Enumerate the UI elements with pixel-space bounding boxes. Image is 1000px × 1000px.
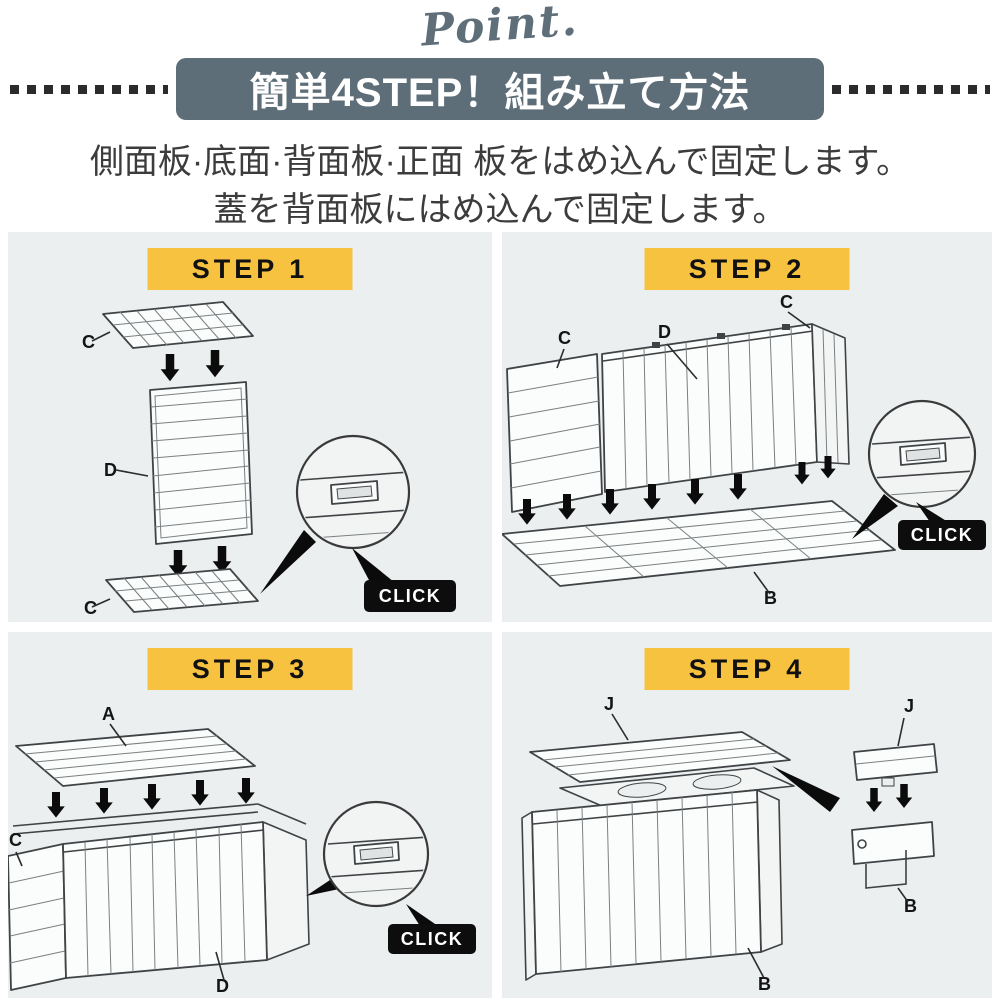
part-label-c-bottom: C [84, 598, 97, 618]
title-banner-text: 簡単4STEP！組み立て方法 [249, 71, 751, 115]
down-arrow-icon [601, 489, 619, 515]
click-badge-pointer [916, 502, 948, 522]
step2-back-panel [601, 323, 818, 493]
step2-bottom-tray [502, 500, 896, 587]
step-1-banner: STEP 1 [147, 248, 353, 290]
step-2-banner: STEP 2 [644, 248, 850, 290]
step-2-panel: STEP 2 C D [502, 232, 992, 622]
part-label-c-top: C [82, 332, 95, 352]
step4-lid-corner-detail [853, 743, 938, 787]
decorative-dashes-left [10, 85, 168, 94]
part-label-c-left: C [558, 328, 571, 348]
down-arrow-icon [47, 792, 65, 818]
click-badge-text: CLICK [379, 586, 442, 606]
description-line-1: 側面板·底面·背面板·正面 板をはめ込んで固定します。 [89, 143, 911, 181]
part-label-b: B [764, 588, 777, 608]
step1-bottom-lid-panel [105, 568, 259, 613]
click-badge-text: CLICK [911, 525, 974, 545]
part-label-c-right: C [780, 294, 793, 312]
click-badge [364, 580, 456, 612]
step-4-panel: STEP 4 J [502, 632, 992, 998]
click-badge-pointer [406, 904, 438, 926]
step2-right-corner-panel [811, 323, 850, 465]
part-label-d: D [216, 976, 229, 996]
step2-left-side-panel [506, 353, 603, 513]
step-4-banner-text: STEP 4 [688, 653, 806, 684]
click-badge [388, 924, 476, 954]
down-arrow-icon [865, 788, 883, 812]
part-label-d: D [658, 322, 671, 342]
step-1-banner-text: STEP 1 [191, 253, 309, 284]
title-banner: 簡単4STEP！組み立て方法 [176, 58, 824, 120]
point-script-text: Point. [419, 0, 581, 57]
callout-pointer [852, 494, 898, 539]
click-badge [898, 520, 986, 550]
part-label-a: A [102, 704, 115, 724]
part-label-j-left: J [604, 694, 614, 714]
step-3-banner: STEP 3 [147, 648, 353, 690]
down-arrow-icon [160, 354, 180, 382]
step4-lid-panel [529, 731, 791, 783]
description-line-2: 蓋を背面板にはめ込んで固定します。 [213, 191, 787, 229]
step-4-banner: STEP 4 [644, 648, 850, 690]
step4-latch-bracket [851, 821, 935, 889]
step-4-illustration: J B J [521, 694, 938, 994]
point-script-heading: Point. [0, 0, 1000, 56]
part-label-j-right: J [904, 696, 914, 716]
step4-inner-rim [559, 767, 795, 807]
decorative-dashes-right [832, 85, 990, 94]
step-1-illustration: C D C [82, 301, 456, 618]
step-2-banner-text: STEP 2 [688, 253, 806, 284]
step-3-banner-text: STEP 3 [191, 653, 309, 684]
down-arrow-icon [643, 484, 661, 510]
step1-back-panel [149, 381, 253, 545]
click-detail-step3 [327, 836, 426, 895]
part-label-c: C [9, 830, 22, 850]
step1-top-lid-panel [102, 301, 254, 349]
step3-box-body [8, 803, 310, 991]
callout-pointer [260, 530, 316, 594]
step-2-illustration: C D C [502, 294, 986, 608]
down-arrow-icon [143, 784, 161, 810]
down-arrow-icon [729, 474, 747, 500]
click-badge-pointer [352, 548, 394, 582]
part-label-b-front: B [758, 974, 771, 994]
down-arrow-icon [95, 788, 113, 814]
down-arrow-icon [237, 778, 255, 804]
down-arrow-icon [686, 479, 704, 505]
step-3-panel: STEP 3 A [8, 632, 492, 998]
step-1-panel: STEP 1 C D [8, 232, 492, 622]
step4-box-body [521, 789, 783, 981]
down-arrow-icon [205, 350, 225, 378]
latch-pointer [772, 766, 840, 812]
click-badge-text: CLICK [401, 929, 464, 949]
part-label-d: D [104, 460, 117, 480]
step3-lid-panel [15, 728, 256, 787]
down-arrow-icon [895, 784, 913, 808]
down-arrow-icon [191, 780, 209, 806]
step-3-illustration: A C [8, 704, 476, 996]
